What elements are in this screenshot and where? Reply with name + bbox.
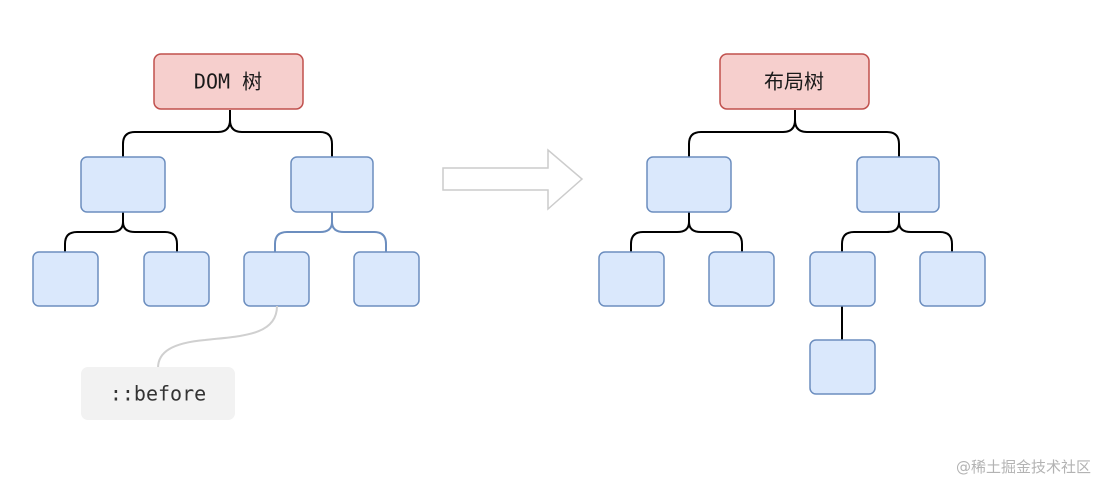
layout-right-connector bbox=[841, 212, 953, 252]
pseudo-element-label: ::before bbox=[110, 382, 206, 406]
layout-node bbox=[919, 251, 986, 307]
layout-pseudo-node bbox=[809, 339, 876, 395]
pseudo-element-callout: ::before bbox=[81, 305, 278, 420]
watermark: @稀土掘金技术社区 bbox=[956, 458, 1091, 476]
layout-node bbox=[708, 251, 775, 307]
dom-tree-edges bbox=[64, 110, 333, 252]
dom-root-label: DOM 树 bbox=[194, 70, 262, 94]
layout-left-connector bbox=[630, 212, 743, 252]
dom-node bbox=[353, 251, 420, 307]
pseudo-callout-curve bbox=[157, 305, 278, 369]
layout-node bbox=[646, 156, 732, 213]
dom-root-connector bbox=[122, 110, 333, 157]
transform-arrow bbox=[442, 148, 584, 211]
layout-node bbox=[598, 251, 665, 307]
layout-root-node bbox=[719, 53, 870, 110]
dom-node bbox=[143, 251, 210, 307]
layout-node bbox=[809, 251, 876, 307]
dom-tree: DOM 树 bbox=[32, 53, 420, 307]
dom-node bbox=[32, 251, 99, 307]
layout-tree: 布局树 bbox=[598, 53, 986, 395]
pseudo-element-box bbox=[81, 367, 235, 420]
dom-root-node bbox=[153, 53, 304, 110]
layout-node bbox=[856, 156, 940, 213]
dom-tree-pseudo-edges bbox=[274, 212, 387, 252]
layout-root-connector bbox=[688, 110, 900, 157]
dom-right-connector bbox=[274, 212, 387, 252]
dom-pseudo-node bbox=[243, 251, 310, 307]
dom-left-connector bbox=[64, 212, 178, 252]
dom-node bbox=[290, 156, 374, 213]
dom-node bbox=[80, 156, 166, 213]
layout-tree-edges bbox=[630, 110, 953, 340]
layout-root-label: 布局树 bbox=[764, 70, 824, 94]
